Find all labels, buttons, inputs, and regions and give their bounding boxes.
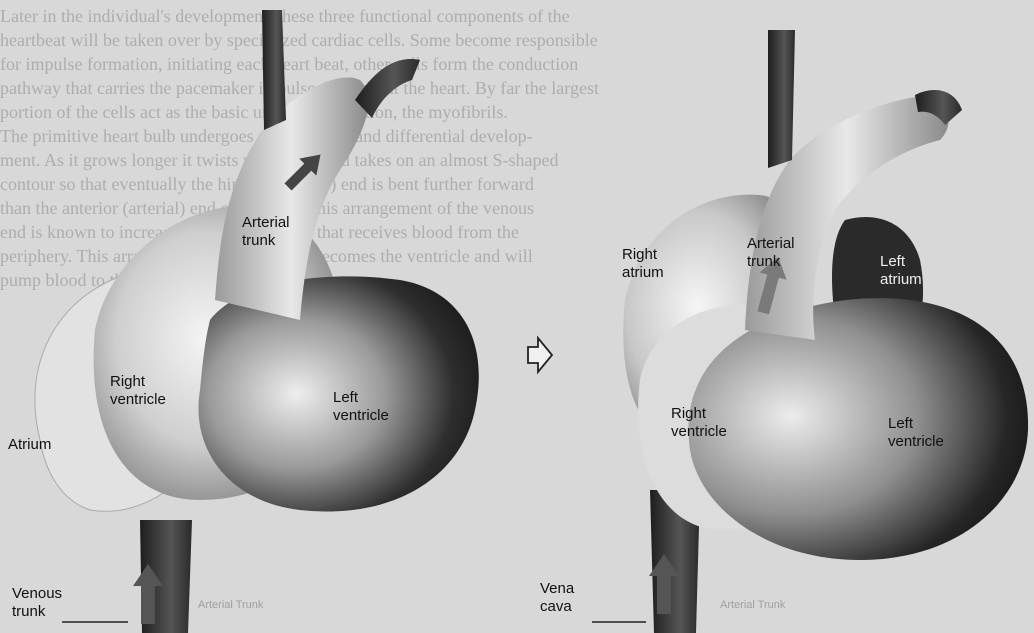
left-branch-vessel bbox=[355, 59, 420, 118]
label-right-right-ventricle: Right ventricle bbox=[671, 405, 727, 441]
label-left-atrium: Atrium bbox=[8, 436, 51, 454]
faint-label-left: Arterial Trunk bbox=[198, 599, 264, 611]
left-heart-drawing bbox=[35, 10, 479, 633]
left-outflow-vessel bbox=[262, 10, 286, 130]
label-left-right-ventricle: Right ventricle bbox=[110, 373, 166, 409]
faint-label-right: Arterial Trunk bbox=[720, 599, 786, 611]
label-left-left-ventricle: Left ventricle bbox=[333, 389, 389, 425]
right-left-ventricle-shape bbox=[688, 298, 1028, 560]
label-right-left-ventricle: Left ventricle bbox=[888, 415, 944, 451]
label-left-venous-trunk: Venous trunk bbox=[12, 585, 62, 621]
transformation-arrow-icon bbox=[528, 338, 552, 372]
label-right-right-atrium: Right atrium bbox=[622, 246, 664, 282]
label-right-left-atrium: Left atrium bbox=[880, 253, 922, 289]
right-outflow-vessel bbox=[768, 30, 795, 168]
label-left-arterial-trunk: Arterial trunk bbox=[242, 214, 290, 250]
label-right-vena-cava: Vena cava bbox=[540, 580, 574, 616]
right-heart-drawing bbox=[592, 30, 1028, 633]
label-right-arterial-trunk: Arterial trunk bbox=[747, 235, 795, 271]
